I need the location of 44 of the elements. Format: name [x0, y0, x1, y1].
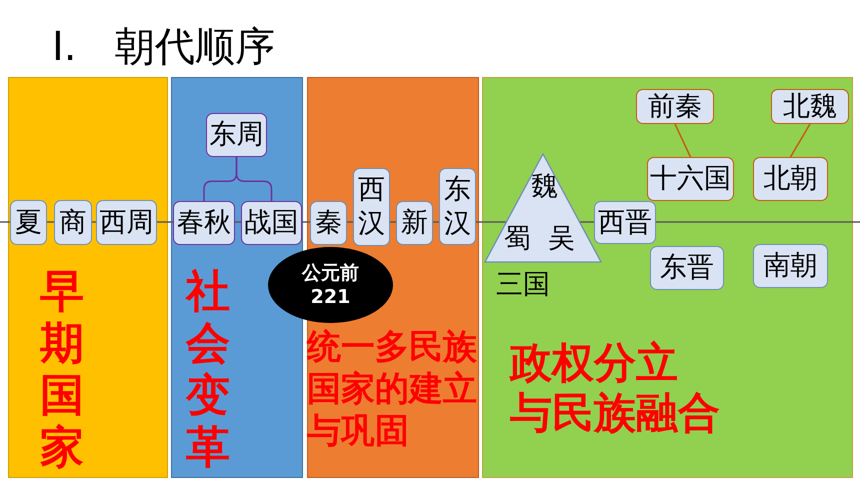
connector-line [790, 124, 811, 158]
bracket-line [236, 157, 272, 201]
era-panel [8, 77, 168, 478]
timeline-line [476, 221, 506, 223]
dynasty-box: 东周 [206, 113, 267, 157]
dynasty-box: 东晋 [650, 246, 724, 290]
timeline-line [347, 221, 353, 223]
dynasty-box: 前秦 [636, 89, 714, 124]
dynasty-box: 新 [396, 201, 433, 245]
page-title: I. 朝代顺序 [52, 23, 276, 72]
dynasty-box: 北魏 [771, 89, 849, 124]
timeline-line [47, 221, 54, 223]
kingdom-name: 魏 [531, 170, 558, 204]
timeline-line [580, 221, 594, 223]
dynasty-box: 南朝 [753, 244, 828, 288]
timeline-line [390, 221, 396, 223]
dynasty-box: 战国 [241, 201, 302, 245]
dynasty-box: 十六国 [647, 157, 734, 201]
timeline-line [235, 221, 241, 223]
era-label: 社会变革 [186, 266, 231, 474]
timeline-line [92, 221, 96, 223]
dynasty-box: 西汉 [353, 168, 390, 246]
kingdom-name: 蜀 [504, 222, 531, 256]
timeline-line [656, 221, 860, 223]
dynasty-box: 北朝 [753, 157, 828, 201]
dynasty-box: 西周 [96, 200, 157, 245]
timeline-line [157, 221, 173, 223]
timeline-line [302, 221, 310, 223]
dynasty-box: 西晋 [594, 201, 656, 244]
dynasty-box: 秦 [310, 201, 347, 245]
dynasty-box: 东汉 [439, 168, 476, 245]
dynasty-box: 商 [54, 200, 92, 245]
dynasty-box: 夏 [10, 200, 47, 245]
timeline-line [0, 221, 10, 223]
timeline-line [433, 221, 439, 223]
caption-label: 三国 [496, 269, 550, 301]
era-label: 统一多民族国家的建立与巩固 [307, 326, 478, 452]
dynasty-box: 春秋 [173, 201, 235, 245]
era-label: 早期国家 [40, 266, 85, 474]
connector-line [674, 124, 692, 158]
era-label: 政权分立与民族融合 [510, 338, 721, 438]
kingdom-name: 吴 [548, 222, 575, 256]
era-panel [171, 77, 303, 478]
era-panel [482, 77, 853, 478]
